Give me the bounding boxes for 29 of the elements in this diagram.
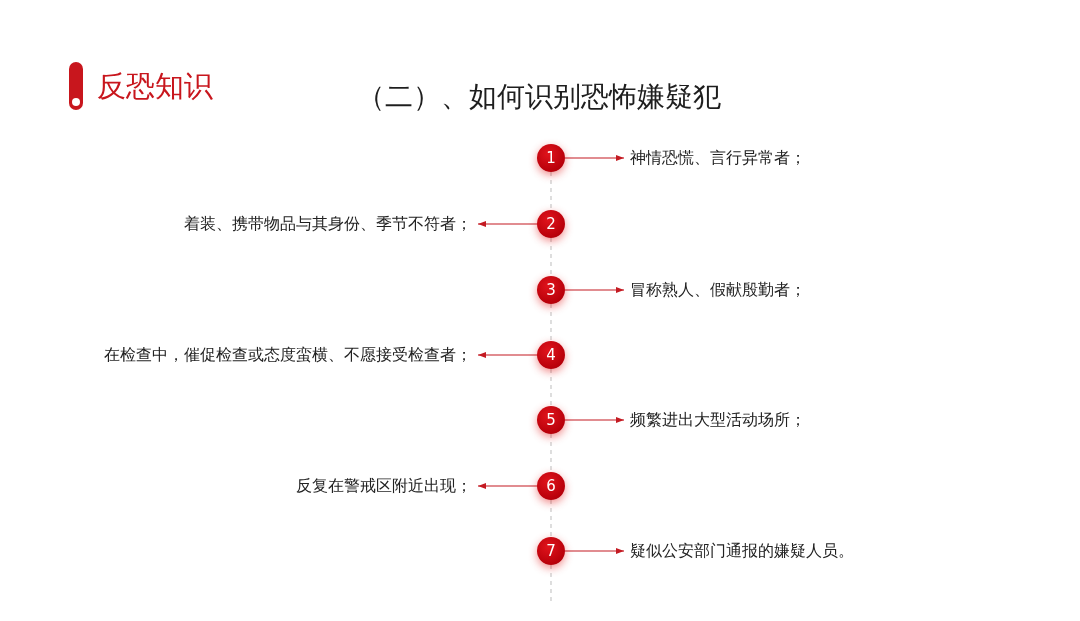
number-circle: 7: [537, 537, 565, 565]
arrow: [564, 287, 625, 293]
dashed-connector: [550, 433, 552, 473]
page-title: （二）、如何识别恐怖嫌疑犯: [357, 80, 721, 114]
description-text: 疑似公安部门通报的嫌疑人员。: [630, 541, 854, 561]
dashed-connector: [550, 171, 552, 211]
arrow: [564, 548, 625, 554]
dashed-connector: [550, 303, 552, 342]
number-circle: 4: [537, 341, 565, 369]
dashed-connector: [550, 368, 552, 407]
description-text: 频繁进出大型活动场所；: [630, 410, 806, 430]
arrow: [477, 221, 538, 227]
number-circle: 5: [537, 406, 565, 434]
number-circle: 1: [537, 144, 565, 172]
arrow: [477, 352, 538, 358]
dashed-connector: [550, 237, 552, 277]
arrow: [564, 155, 625, 161]
number-circle: 3: [537, 276, 565, 304]
description-text: 着装、携带物品与其身份、季节不符者；: [184, 214, 472, 234]
arrow: [564, 417, 625, 423]
arrow: [477, 483, 538, 489]
description-text: 在检查中，催促检查或态度蛮横、不愿接受检查者；: [104, 345, 472, 365]
description-text: 神情恐慌、言行异常者；: [630, 148, 806, 168]
dashed-connector: [550, 499, 552, 538]
section-label: 反恐知识: [97, 68, 213, 104]
description-text: 冒称熟人、假献殷勤者；: [630, 280, 806, 300]
number-circle: 2: [537, 210, 565, 238]
description-text: 反复在警戒区附近出现；: [296, 476, 472, 496]
number-circle: 6: [537, 472, 565, 500]
